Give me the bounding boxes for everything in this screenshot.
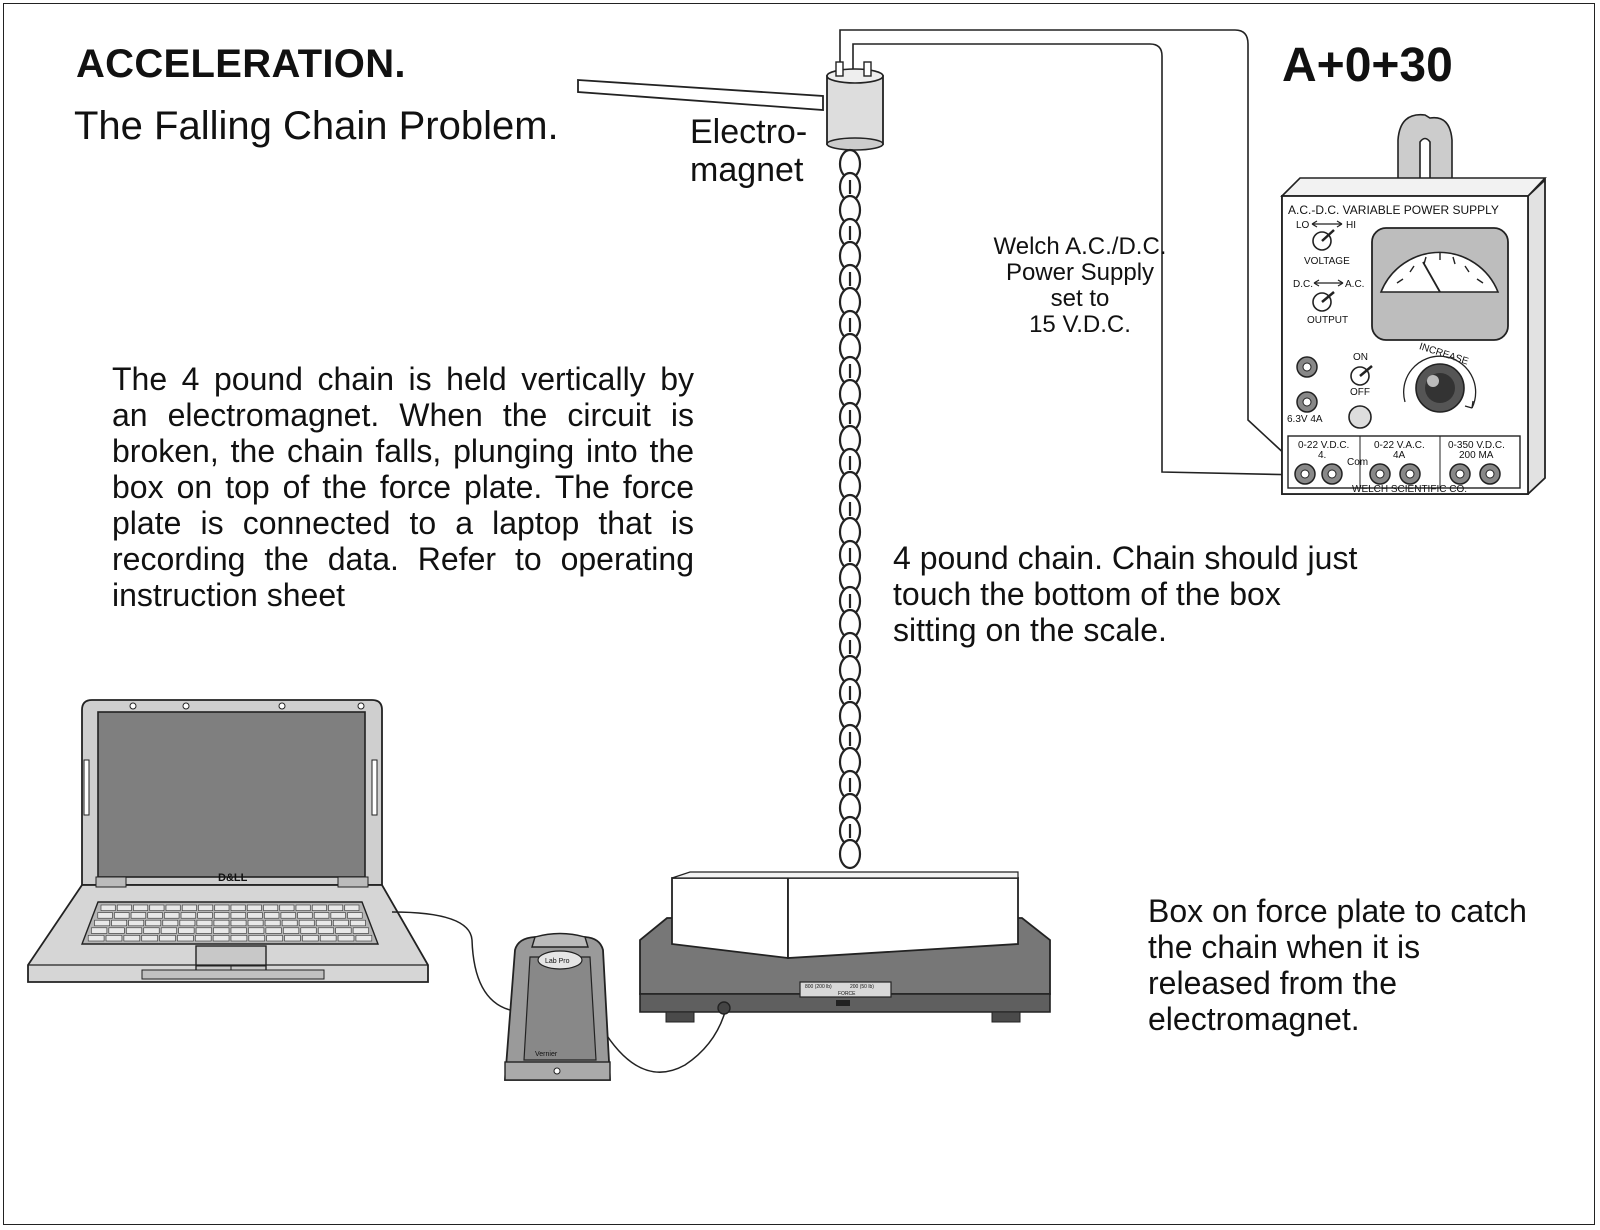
electromagnet-label: Electro- magnet: [690, 113, 807, 189]
force-range1-label: 800 (200 lb): [805, 984, 832, 990]
force-range2-label: 200 (50 lb): [850, 984, 874, 990]
box-note: Box on force plate to catch the chain wh…: [1148, 893, 1527, 1037]
hi-label: HI: [1346, 220, 1356, 231]
lo-label: LO: [1296, 220, 1310, 231]
terminals: [1294, 463, 1501, 485]
com-label: Com: [1347, 457, 1368, 468]
electromagnet-label-line1: Electro-: [690, 113, 808, 151]
page-title: ACCELERATION.: [76, 42, 406, 86]
power-supply-label-line2: Power Supply: [1005, 259, 1155, 286]
power-supply-label: Welch A.C./D.C. Power Supply set to 15 V…: [960, 234, 1200, 338]
laptop: D&LL: [27, 699, 429, 983]
page-subtitle: The Falling Chain Problem.: [74, 104, 559, 148]
output-label: OUTPUT: [1307, 315, 1348, 326]
laptop-screen: [97, 711, 366, 878]
support-rod: [577, 79, 824, 111]
chain-note: 4 pound chain. Chain should just touch t…: [893, 540, 1358, 648]
description-text: The 4 pound chain is held vertically by …: [112, 361, 694, 613]
supply-brand: WELCH SCIENTIFIC CO.: [1352, 484, 1467, 495]
voltage-label: VOLTAGE: [1304, 256, 1350, 267]
laptop-logo: D&LL: [218, 872, 248, 884]
supply-wires: [839, 29, 1305, 476]
lab-pro-label: Lab Pro: [545, 958, 570, 965]
range2-sub-label: 4A: [1393, 450, 1406, 461]
range3-sub-label: 200 MA: [1459, 450, 1494, 461]
electromagnet-label-line2: magnet: [690, 151, 804, 189]
demo-code: A+0+30: [1282, 39, 1453, 92]
data-cables: [391, 911, 726, 1073]
supply-title: A.C.-D.C. VARIABLE POWER SUPPLY: [1288, 203, 1499, 217]
chain-link: [838, 838, 862, 870]
power-supply-label-line4: 15 V.D.C.: [1029, 311, 1131, 338]
force-label: FORCE: [838, 991, 856, 997]
chain: [838, 148, 862, 870]
catch-box: [671, 871, 1019, 960]
lab-pro-interface: Lab Pro Vernier: [504, 932, 611, 1081]
force-plate-switch: [799, 981, 892, 998]
pilot-lamp-icon: [1348, 405, 1372, 429]
range1-label: 0-22 V.D.C.: [1298, 440, 1349, 451]
power-supply: A.C.-D.C. VARIABLE POWER SUPPLY LO HI VO…: [1280, 113, 1547, 495]
diagram-frame: [3, 3, 1595, 1225]
ac-label: A.C.: [1345, 279, 1364, 290]
range3-label: 0-350 V.D.C.: [1448, 440, 1505, 451]
dc-label: D.C.: [1293, 279, 1313, 290]
vernier-logo: Vernier: [535, 1051, 558, 1058]
power-supply-label-line3: set to: [1050, 285, 1110, 312]
electromagnet: [826, 61, 884, 151]
on-label: ON: [1353, 352, 1368, 363]
power-supply-label-line1: Welch A.C./D.C.: [993, 233, 1167, 260]
range2-label: 0-22 V.A.C.: [1374, 440, 1425, 451]
rating-label: 6.3V 4A: [1287, 414, 1323, 425]
off-label: OFF: [1350, 387, 1370, 398]
range1-sub-label: 4.: [1318, 450, 1326, 461]
